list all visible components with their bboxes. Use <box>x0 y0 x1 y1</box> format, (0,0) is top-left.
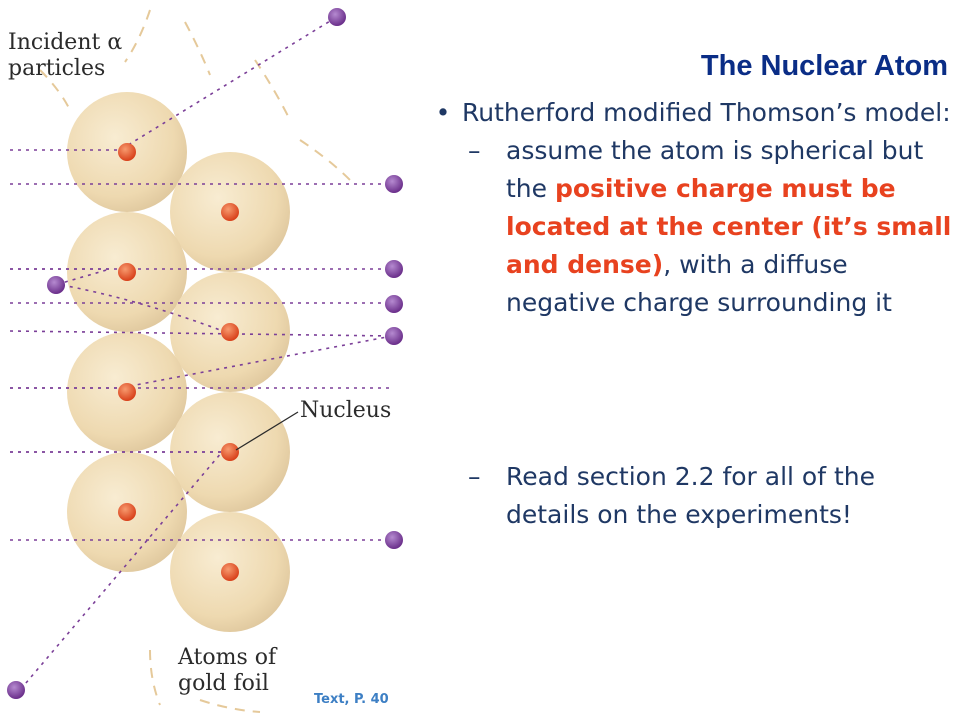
subbullet-marker: – <box>468 462 481 491</box>
gold-foil-label: Atoms of gold foil <box>178 645 276 697</box>
alpha-tracks <box>9 17 393 691</box>
subbullet-text: assume the atom is spherical but the pos… <box>506 132 954 322</box>
alpha-track-deflected <box>61 284 221 331</box>
slide-content: • Rutherford modified Thomson’s model: –… <box>424 94 954 534</box>
subbullet-text-a: assume the atom is spherical but the <box>506 136 924 203</box>
rutherford-scattering-diagram <box>7 8 403 713</box>
alpha-particle <box>47 276 65 294</box>
nuclei <box>118 143 239 581</box>
alpha-particles <box>7 8 403 699</box>
alpha-particle <box>385 295 403 313</box>
subbullet-read: – Read section 2.2 for all of the detail… <box>468 458 954 534</box>
subbullet-text: Read section 2.2 for all of the details … <box>506 462 876 529</box>
incident-particles-label: Incident α particles <box>8 30 122 82</box>
nucleus <box>118 143 136 161</box>
nucleus-label: Nucleus <box>300 398 392 423</box>
bullet-rutherford: • Rutherford modified Thomson’s model: <box>424 94 954 132</box>
subbullet-text-b: , with a diffuse negative charge surroun… <box>506 250 892 317</box>
alpha-particle <box>385 175 403 193</box>
subbullet-marker: – <box>468 136 481 165</box>
highlight-text: positive charge must be located at the c… <box>506 174 952 279</box>
nucleus-pointer <box>235 411 299 451</box>
nucleus <box>118 383 136 401</box>
nucleus <box>221 323 239 341</box>
nucleus <box>221 443 239 461</box>
bullet-marker: • <box>435 98 451 127</box>
nucleus <box>221 563 239 581</box>
incident-label-line2: particles <box>8 56 106 81</box>
alpha-particle <box>385 327 403 345</box>
gold-label-line1: Atoms of <box>178 645 277 670</box>
nucleus <box>118 503 136 521</box>
subbullet-model: – assume the atom is spherical but the p… <box>468 132 954 322</box>
alpha-particle <box>7 681 25 699</box>
gold-label-line2: gold foil <box>178 671 269 696</box>
bullet-text: Rutherford modified Thomson’s model: <box>462 98 951 127</box>
alpha-particle <box>385 531 403 549</box>
alpha-particle <box>328 8 346 26</box>
nucleus <box>221 203 239 221</box>
source-citation: Text, P. 40 <box>314 692 389 707</box>
slide-title: The Nuclear Atom <box>700 50 948 82</box>
alpha-particle <box>385 260 403 278</box>
alpha-track-deflected <box>10 268 111 286</box>
incident-label-line1: Incident α <box>8 30 123 55</box>
nucleus <box>118 263 136 281</box>
